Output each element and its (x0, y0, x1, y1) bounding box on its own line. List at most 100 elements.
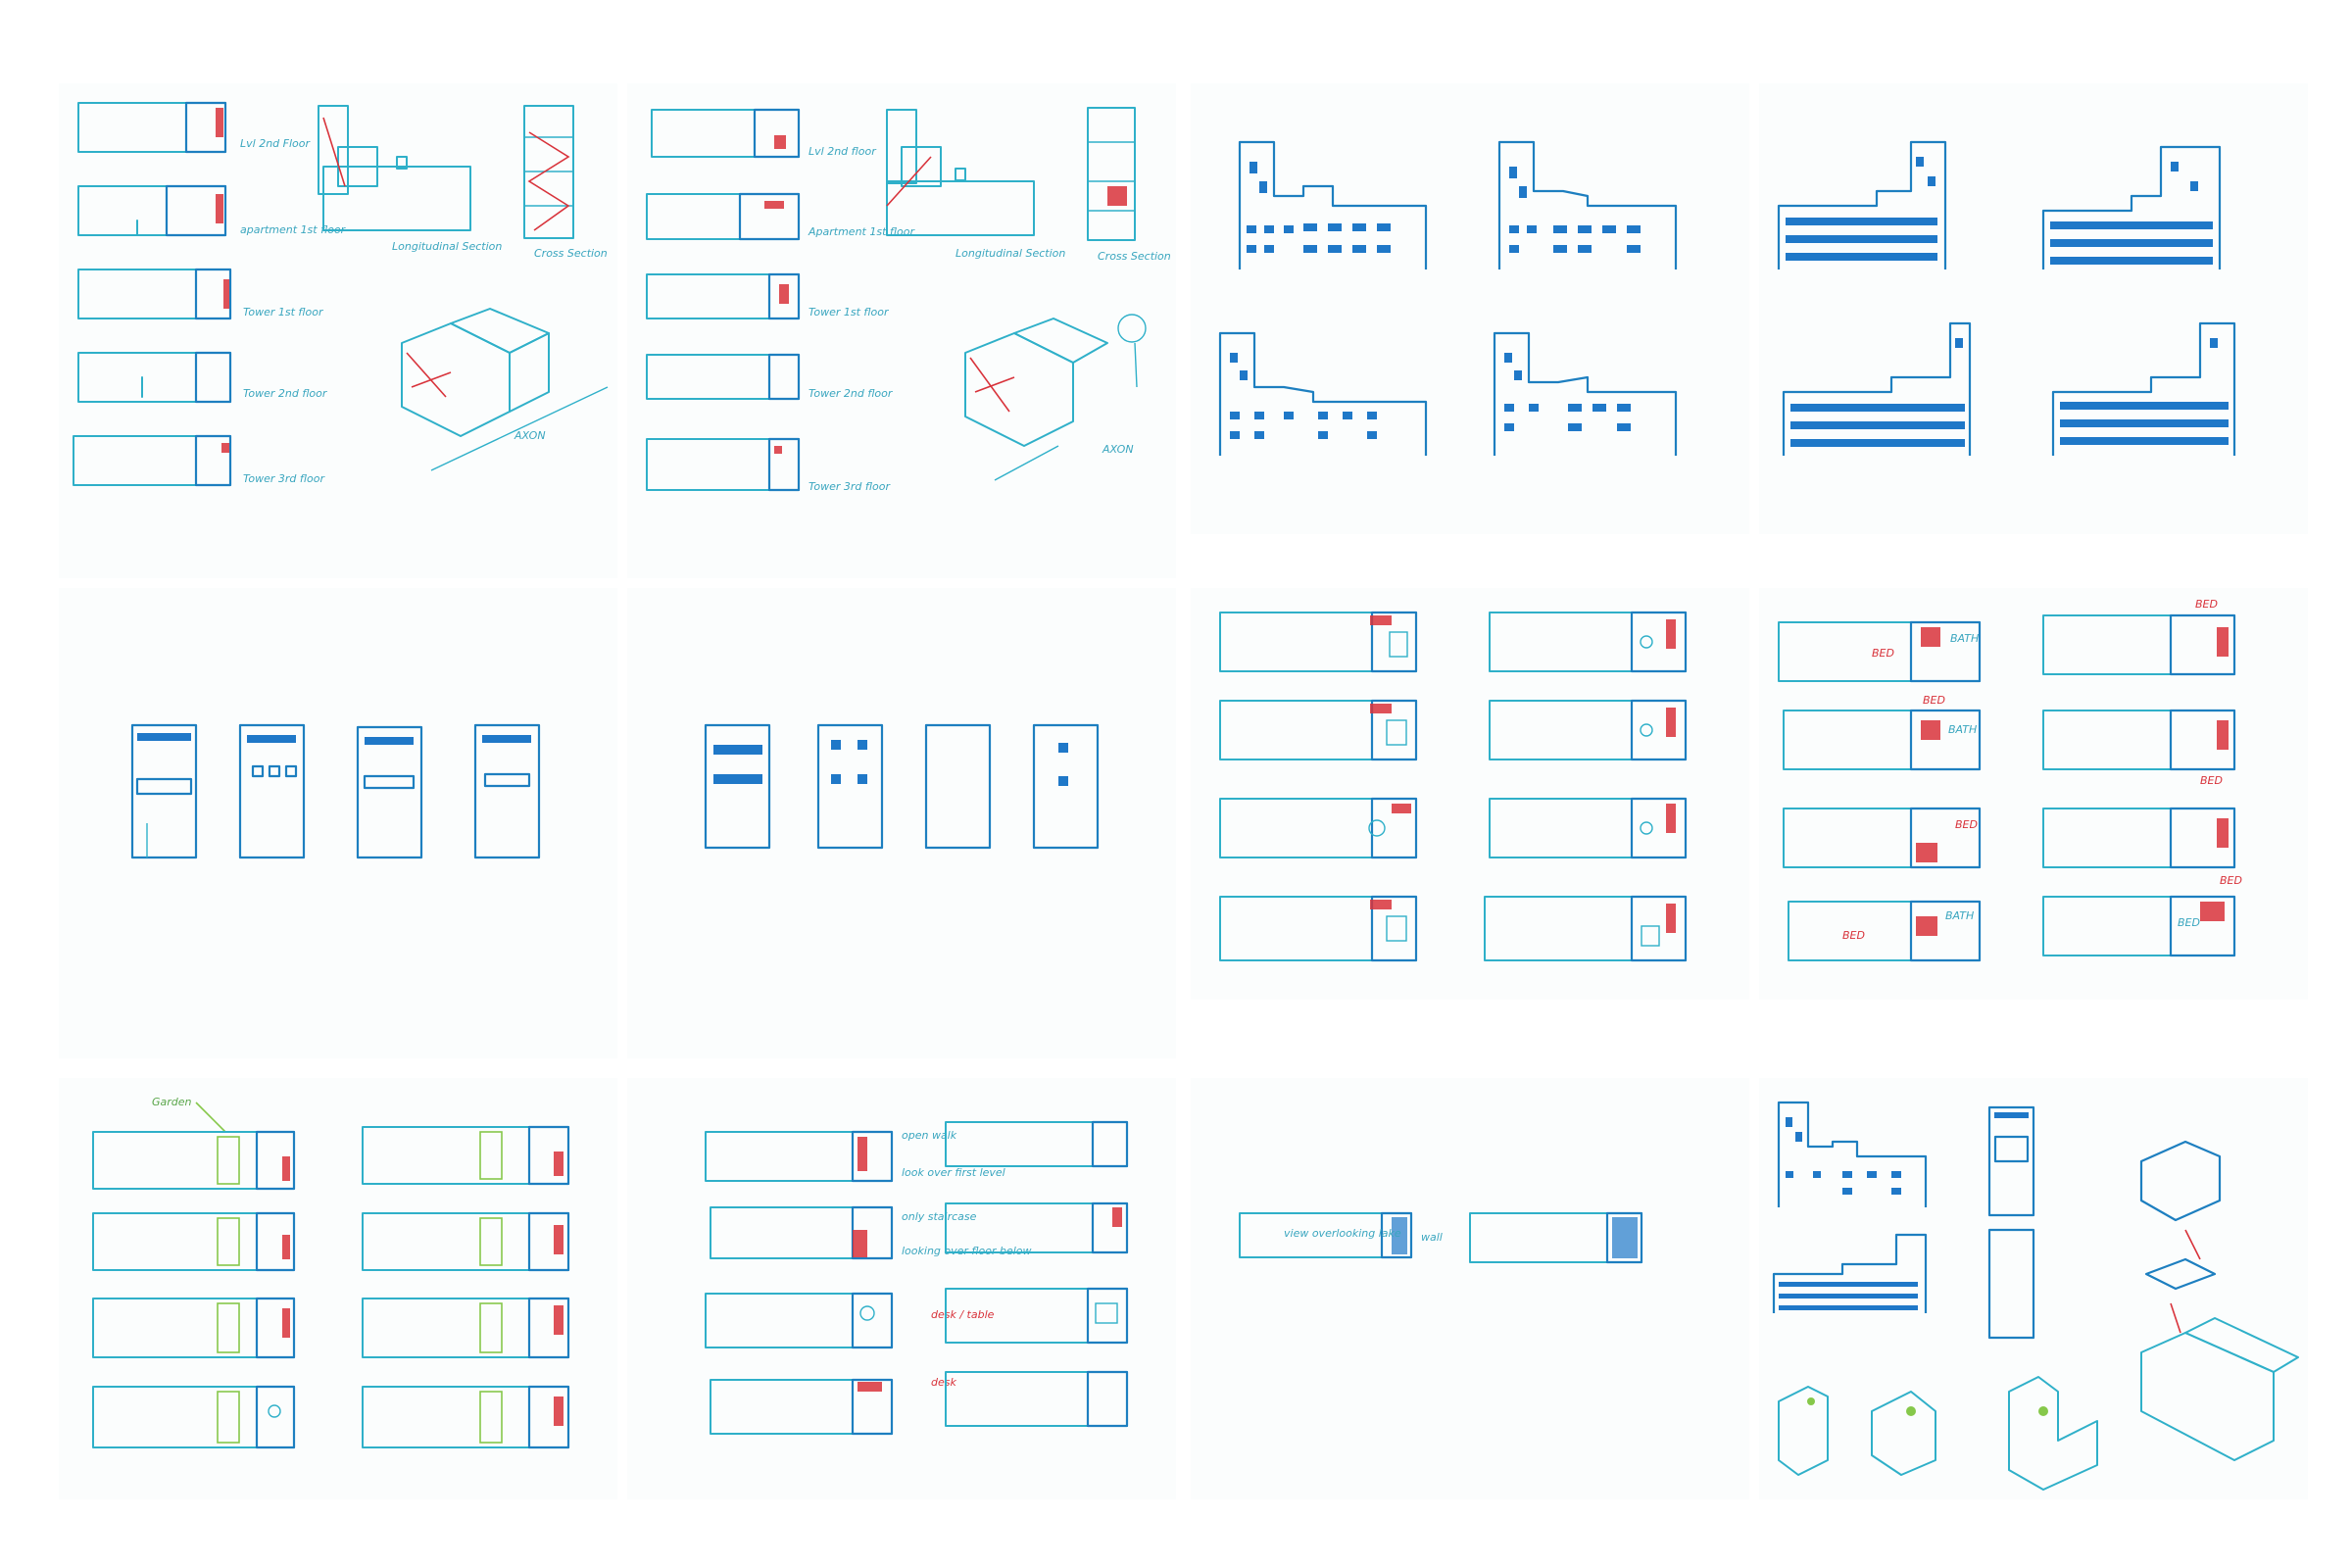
axon-drawing (964, 314, 1147, 481)
section-label: Longitudinal Section (956, 247, 1065, 260)
cross-section (523, 105, 574, 239)
plan-strip (705, 1292, 894, 1349)
room-label: BED (1955, 818, 1978, 831)
section-label: Cross Section (534, 247, 608, 260)
sheet-plans-2: Lvl 2nd floor Apartment 1st floor Tower … (627, 83, 1176, 578)
plan-strip (92, 1130, 296, 1191)
tower-facade (704, 723, 771, 850)
elevation (1772, 1233, 1928, 1313)
plan-strip (92, 1385, 296, 1449)
room-label: BED (1872, 647, 1894, 660)
plan-strip (1469, 1211, 1643, 1264)
tower-elevation (238, 723, 306, 859)
plan-strip (77, 101, 227, 154)
plan-strip (1219, 797, 1418, 859)
garden-label: Garden (152, 1096, 192, 1108)
sheet-bed-bath-plans: BED BATH BED BED BATH BED BED BED BATH B… (1759, 588, 2308, 1000)
room-label: BED (1923, 694, 1945, 707)
plan-strip (73, 434, 232, 487)
note-label: look over first level (902, 1166, 1005, 1179)
plan-strip (1489, 699, 1688, 761)
longitudinal-section (318, 105, 471, 231)
view-label: view overlooking lake (1284, 1227, 1401, 1240)
elevation (1777, 140, 1947, 270)
plan-strip (945, 1201, 1129, 1254)
tower-facade (1987, 1228, 2035, 1340)
tower-facade (924, 723, 992, 850)
plan-strip (2042, 807, 2236, 869)
plan-strip (77, 184, 227, 237)
plan-strip (646, 192, 801, 241)
sheet-elevations-windows (1191, 83, 1749, 534)
plan-strip (710, 1378, 894, 1436)
sheet-tower-facades (627, 588, 1176, 1058)
sheet-final-composite (1759, 1078, 2308, 1499)
room-label: BED (2220, 874, 2242, 887)
axon-drawing (1778, 1376, 2098, 1491)
plan-strip (1783, 807, 1982, 869)
plan-strip (362, 1211, 570, 1272)
plan-strip (646, 437, 801, 492)
sheet-stair-studies: open walk look over first level only sta… (627, 1078, 1176, 1499)
room-label: BED (1842, 929, 1865, 942)
tower-elevation (1987, 1105, 2035, 1217)
room-label: BED (2200, 774, 2223, 787)
plan-strip (92, 1211, 296, 1272)
note-label: desk (931, 1376, 956, 1389)
plan-strip (1489, 797, 1688, 859)
plan-strip (1219, 699, 1418, 761)
tower-elevation (473, 723, 541, 859)
plan-label: Tower 2nd floor (243, 387, 328, 400)
note-label: open walk (902, 1129, 957, 1142)
sheet-plans-1: Lvl 2nd Floor apartment 1st floor Tower … (59, 83, 617, 578)
plan-strip (710, 1205, 894, 1260)
room-label: BATH (1950, 632, 1979, 645)
plan-label: Tower 3rd floor (243, 472, 325, 485)
plan-strip (1788, 900, 1982, 962)
plan-strip (651, 108, 801, 159)
room-label: BED (2178, 916, 2200, 929)
axon-label: AXON (514, 429, 546, 442)
sheet-garden-plans: Garden (59, 1078, 617, 1499)
plan-label: Tower 1st floor (243, 306, 324, 318)
axon-drawing (2139, 1140, 2299, 1461)
section-label: Longitudinal Section (392, 240, 502, 253)
plan-strip (705, 1130, 894, 1183)
sheet-elevations-bands (1759, 83, 2308, 534)
sheet-tower-elevations (59, 588, 617, 1058)
elevation (1238, 140, 1428, 270)
plan-strip (1219, 611, 1418, 673)
plan-strip (92, 1297, 296, 1359)
plan-strip (646, 353, 801, 401)
tower-elevation (130, 723, 198, 859)
plan-strip (1239, 1211, 1413, 1259)
elevation (1782, 321, 1972, 456)
elevation (1777, 1101, 1928, 1207)
plan-strip (1489, 611, 1688, 673)
wall-label: wall (1421, 1231, 1443, 1244)
room-label: BED (2195, 598, 2218, 611)
elevation (2051, 321, 2236, 456)
plan-strip (945, 1370, 1129, 1428)
plan-strip (362, 1125, 570, 1186)
room-label: BATH (1948, 723, 1977, 736)
plan-label: apartment 1st floor (240, 223, 347, 236)
elevation (1497, 140, 1678, 270)
plan-strip (1219, 895, 1418, 962)
plan-strip (646, 272, 801, 320)
plan-strip (945, 1287, 1129, 1345)
room-label: BATH (1945, 909, 1974, 922)
elevation (1218, 331, 1428, 456)
sheet-view-study: view overlooking lake wall (1191, 1078, 1749, 1499)
tower-facade (816, 723, 884, 850)
longitudinal-section (886, 109, 1035, 236)
plan-strip (2042, 709, 2236, 771)
elevation (2041, 145, 2222, 270)
plan-strip (77, 268, 232, 320)
cross-section (1087, 107, 1136, 241)
sheet-furnished-plans (1191, 588, 1749, 1000)
note-label: desk / table (931, 1308, 995, 1321)
plan-label: Tower 1st floor (808, 306, 890, 318)
plan-label: Lvl 2nd Floor (240, 137, 311, 150)
